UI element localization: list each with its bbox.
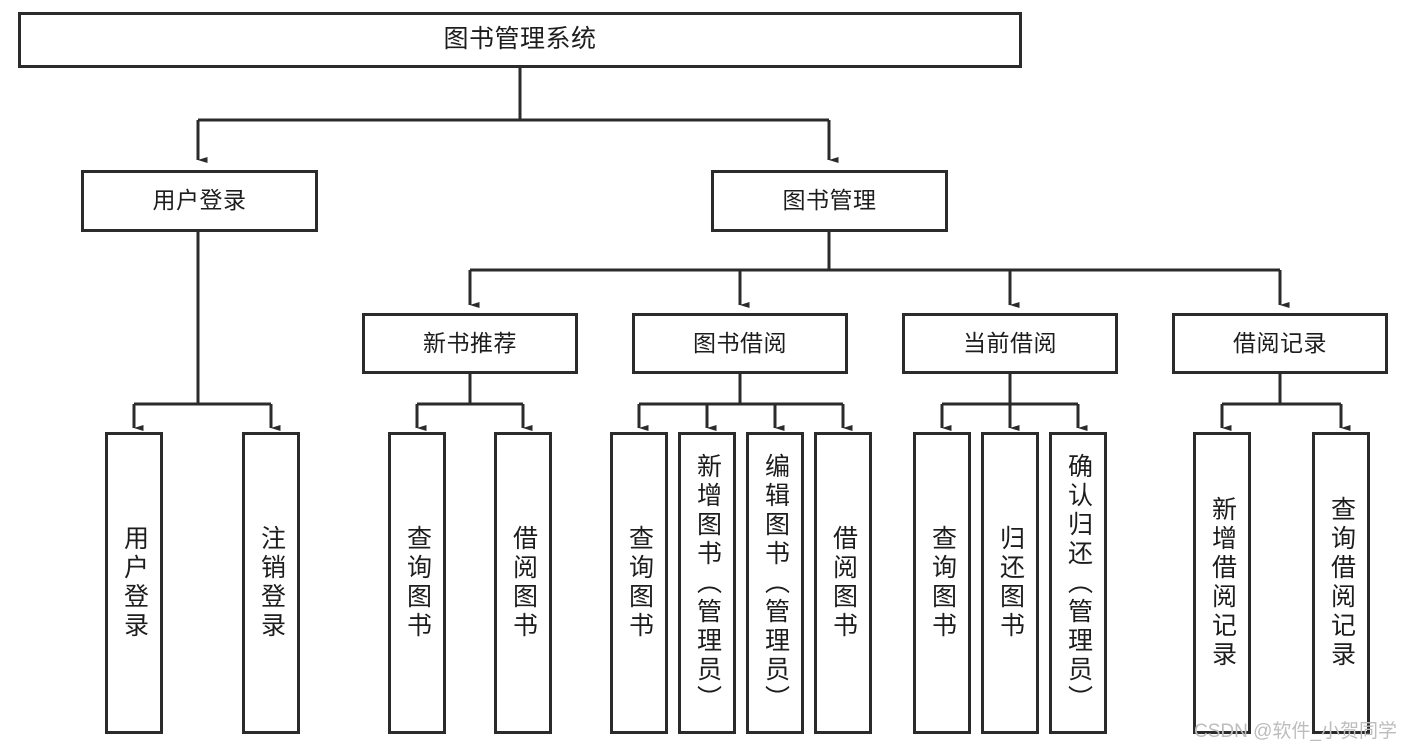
node-label: 新增图书（管理员） — [693, 452, 722, 714]
node-label: 用户登录 — [152, 187, 247, 214]
node-root-system[interactable]: 图书管理系统 — [18, 12, 1022, 68]
leaf-user-login-logout[interactable]: 注销登录 — [242, 432, 300, 734]
leaf-recommend-query-book[interactable]: 查询图书 — [388, 432, 446, 734]
node-label: 当前借阅 — [963, 329, 1057, 356]
node-label: 查询图书 — [928, 525, 957, 641]
node-label: 归还图书 — [996, 525, 1025, 641]
node-current-borrow[interactable]: 当前借阅 — [902, 313, 1118, 374]
node-label: 确认归还（管理员） — [1064, 452, 1093, 714]
leaf-record-query-record[interactable]: 查询借阅记录 — [1312, 432, 1370, 734]
node-label: 查询图书 — [403, 525, 432, 641]
node-borrow-record[interactable]: 借阅记录 — [1172, 313, 1388, 374]
node-label: 查询借阅记录 — [1327, 496, 1356, 670]
node-label: 新增借阅记录 — [1208, 496, 1237, 670]
node-book-borrow[interactable]: 图书借阅 — [632, 313, 848, 374]
node-label: 借阅图书 — [509, 525, 538, 641]
leaf-borrow-query-book[interactable]: 查询图书 — [610, 432, 668, 734]
leaf-current-query-book[interactable]: 查询图书 — [913, 432, 971, 734]
leaf-current-confirm-return-admin[interactable]: 确认归还（管理员） — [1049, 432, 1107, 734]
node-label: 借阅记录 — [1233, 329, 1327, 356]
leaf-borrow-add-book-admin[interactable]: 新增图书（管理员） — [678, 432, 736, 734]
leaf-current-return-book[interactable]: 归还图书 — [981, 432, 1039, 734]
node-label: 图书管理系统 — [443, 25, 597, 54]
node-label: 编辑图书（管理员） — [761, 452, 790, 714]
node-label: 查询图书 — [625, 525, 654, 641]
node-book-management[interactable]: 图书管理 — [711, 170, 948, 232]
node-new-book-recommend[interactable]: 新书推荐 — [362, 313, 578, 374]
leaf-borrow-borrow-book[interactable]: 借阅图书 — [814, 432, 872, 734]
node-label: 注销登录 — [257, 525, 286, 641]
node-label: 图书借阅 — [693, 329, 787, 356]
node-label: 新书推荐 — [423, 329, 517, 356]
leaf-recommend-borrow-book[interactable]: 借阅图书 — [494, 432, 552, 734]
node-label: 图书管理 — [782, 187, 877, 214]
node-user-login[interactable]: 用户登录 — [81, 170, 318, 232]
leaf-record-add-record[interactable]: 新增借阅记录 — [1193, 432, 1251, 734]
csdn-watermark: CSDN @软件_小贺同学 — [1194, 721, 1397, 742]
node-label: 用户登录 — [120, 525, 149, 641]
node-label: 借阅图书 — [829, 525, 858, 641]
leaf-borrow-edit-book-admin[interactable]: 编辑图书（管理员） — [746, 432, 804, 734]
leaf-user-login-login[interactable]: 用户登录 — [105, 432, 163, 734]
